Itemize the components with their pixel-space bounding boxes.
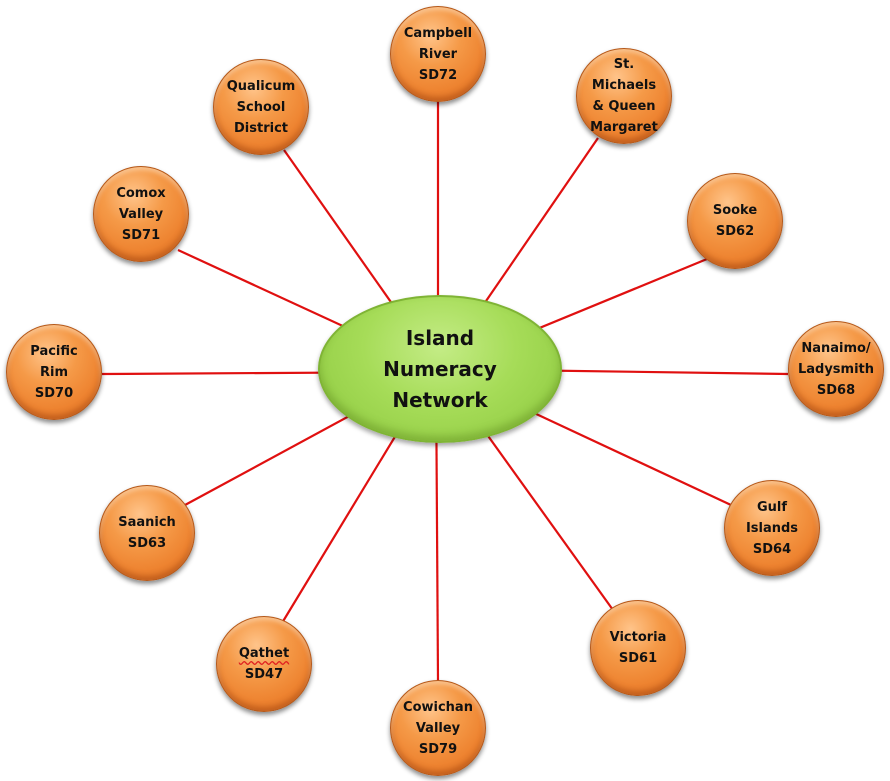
node-label-line: SD71 bbox=[121, 227, 161, 243]
node-label-line: Victoria bbox=[609, 630, 667, 645]
node-label-line: Comox bbox=[116, 185, 166, 201]
node-victoria: Victoria SD61 bbox=[590, 600, 686, 696]
node-label-line: SD68 bbox=[816, 382, 856, 398]
node-qathet: Qathet SD47 bbox=[216, 616, 312, 712]
node-label-line: School bbox=[236, 99, 286, 115]
node-label-line: Nanaimo/ bbox=[801, 340, 871, 356]
node-label-line: SD72 bbox=[418, 67, 458, 83]
node-label-line: Qualicum bbox=[226, 78, 296, 94]
node-label-line: & Queen bbox=[592, 99, 656, 114]
node-label-line: St. bbox=[613, 57, 635, 72]
hub-label-line: Numeracy bbox=[383, 356, 497, 381]
node-label-line: SD64 bbox=[752, 541, 792, 557]
node-label-line: SD62 bbox=[715, 224, 755, 239]
node-label-line: SD79 bbox=[418, 741, 458, 757]
node-label-line: District bbox=[234, 120, 288, 136]
node-label-line: Campbell bbox=[403, 25, 473, 41]
node-label-line: SD47 bbox=[244, 667, 284, 682]
node-label-line: Michaels bbox=[591, 78, 657, 93]
node-label-line: Gulf bbox=[756, 499, 788, 515]
node-nanaimo: Nanaimo/ Ladysmith SD68 bbox=[788, 321, 884, 417]
node-campbell-river: Campbell River SD72 bbox=[390, 6, 486, 102]
hub-island-numeracy-network: Island Numeracy Network bbox=[318, 295, 562, 443]
node-sooke: Sooke SD62 bbox=[687, 173, 783, 269]
hub-label-line: Network bbox=[392, 387, 488, 412]
node-pacific-rim: Pacific Rim SD70 bbox=[6, 324, 102, 420]
node-label-line: Cowichan bbox=[403, 699, 473, 715]
node-saanich: Saanich SD63 bbox=[99, 485, 195, 581]
node-label-line: Ladysmith bbox=[797, 361, 875, 377]
node-label-line: Valley bbox=[415, 720, 461, 736]
node-label-line: Sooke bbox=[712, 203, 758, 218]
node-label-line: Qathet bbox=[238, 646, 290, 661]
node-label-line: Valley bbox=[118, 206, 164, 222]
node-qualicum: Qualicum School District bbox=[213, 59, 309, 155]
node-label-line: Saanich bbox=[118, 515, 176, 530]
node-label-line: SD61 bbox=[618, 651, 658, 666]
node-label-line: SD63 bbox=[127, 536, 167, 551]
node-label-line: River bbox=[418, 46, 458, 62]
node-label-line: Islands bbox=[745, 520, 799, 536]
node-label-line: SD70 bbox=[34, 385, 74, 401]
node-label-line: Rim bbox=[39, 364, 68, 380]
hub-label-line: Island bbox=[405, 325, 475, 350]
node-label-line: Pacific bbox=[30, 343, 78, 359]
node-st-michaels: St. Michaels & Queen Margaret bbox=[576, 48, 672, 144]
node-comox-valley: Comox Valley SD71 bbox=[93, 166, 189, 262]
node-gulf-islands: Gulf Islands SD64 bbox=[724, 480, 820, 576]
node-label-line: Margaret bbox=[590, 120, 658, 135]
node-cowichan: Cowichan Valley SD79 bbox=[390, 680, 486, 776]
